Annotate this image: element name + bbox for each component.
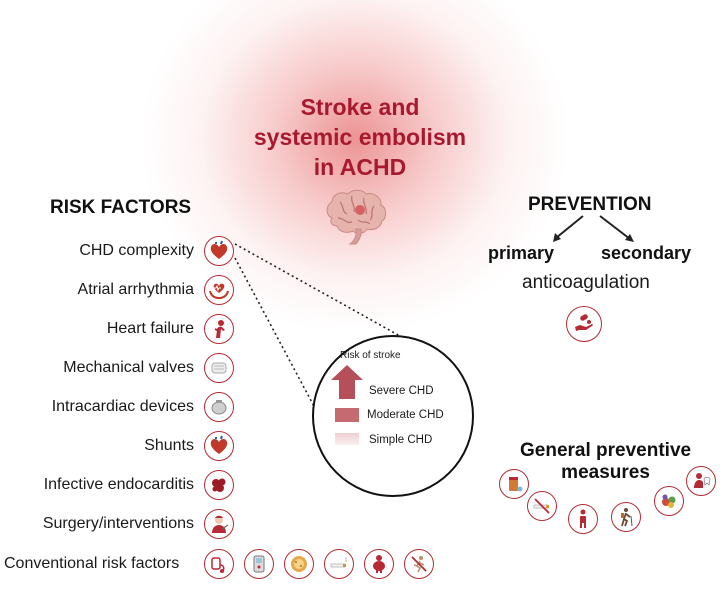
person-icon bbox=[568, 504, 598, 534]
no-smoking-icon bbox=[527, 491, 557, 521]
blood-pressure-icon bbox=[204, 549, 234, 579]
surgeon-icon bbox=[204, 509, 234, 539]
heart-icon bbox=[204, 431, 234, 461]
no-exercise-icon bbox=[404, 549, 434, 579]
risk-factor-label-heart-failure: Heart failure bbox=[106, 320, 194, 337]
prevention-primary: primary bbox=[488, 243, 555, 263]
medications-icon bbox=[499, 469, 529, 499]
risk-factor-label-chd-complexity: CHD complexity bbox=[79, 242, 194, 259]
simple-swatch bbox=[335, 433, 359, 445]
hiking-icon bbox=[611, 502, 641, 532]
up-arrow-icon bbox=[331, 365, 363, 399]
glucometer-icon bbox=[244, 549, 274, 579]
risk-factor-label-infective-endocarditis: Infective endocarditis bbox=[43, 476, 194, 493]
risk-factor-label-shunts: Shunts bbox=[144, 437, 194, 454]
risk-legend-moderate: Moderate CHD bbox=[367, 409, 444, 421]
risk-factors-heading: RISK FACTORS bbox=[50, 197, 192, 218]
main-title-line-2: systemic embolism bbox=[253, 124, 467, 150]
prevention-arrows bbox=[553, 215, 634, 242]
pacemaker-icon bbox=[204, 392, 234, 422]
dental-care-icon bbox=[686, 466, 716, 496]
pill-hand-icon bbox=[566, 306, 602, 342]
heart-hands-icon bbox=[204, 275, 234, 305]
risk-factor-label-surgery-interventions: Surgery/interventions bbox=[42, 515, 194, 532]
cholesterol-icon bbox=[284, 549, 314, 579]
bacteria-icon bbox=[204, 470, 234, 500]
obesity-icon bbox=[364, 549, 394, 579]
healthy-food-icon bbox=[654, 486, 684, 516]
heart-icon bbox=[204, 236, 234, 266]
main-title-line-3: in ACHD bbox=[313, 154, 407, 180]
prevention-secondary: secondary bbox=[601, 243, 692, 263]
prevention-heading: PREVENTION bbox=[528, 194, 652, 215]
person-chest-pain-icon bbox=[204, 314, 234, 344]
prevention-therapy: anticoagulation bbox=[522, 272, 650, 293]
risk-legend-simple: Simple CHD bbox=[369, 434, 433, 446]
risk-factor-label-mechanical-valves: Mechanical valves bbox=[63, 359, 194, 376]
general-measures-line-1: General preventive bbox=[520, 440, 692, 461]
risk-legend-title: Risk of stroke bbox=[340, 350, 401, 361]
risk-factor-label-intracardiac-devices: Intracardiac devices bbox=[51, 398, 194, 415]
risk-factor-label-atrial-arrhythmia: Atrial arrhythmia bbox=[77, 281, 194, 298]
general-measures-line-2: measures bbox=[561, 462, 650, 483]
main-title-line-1: Stroke and bbox=[300, 94, 420, 120]
risk-factor-label-conventional: Conventional risk factors bbox=[4, 555, 180, 572]
moderate-swatch bbox=[335, 408, 359, 422]
cigarette-icon bbox=[324, 549, 354, 579]
general-measures-heading: General preventive measures bbox=[520, 440, 691, 484]
brain-icon bbox=[326, 189, 387, 245]
valve-icon bbox=[204, 353, 234, 383]
main-title: Stroke and systemic embolism in ACHD bbox=[200, 92, 520, 182]
risk-legend-severe: Severe CHD bbox=[369, 385, 434, 397]
